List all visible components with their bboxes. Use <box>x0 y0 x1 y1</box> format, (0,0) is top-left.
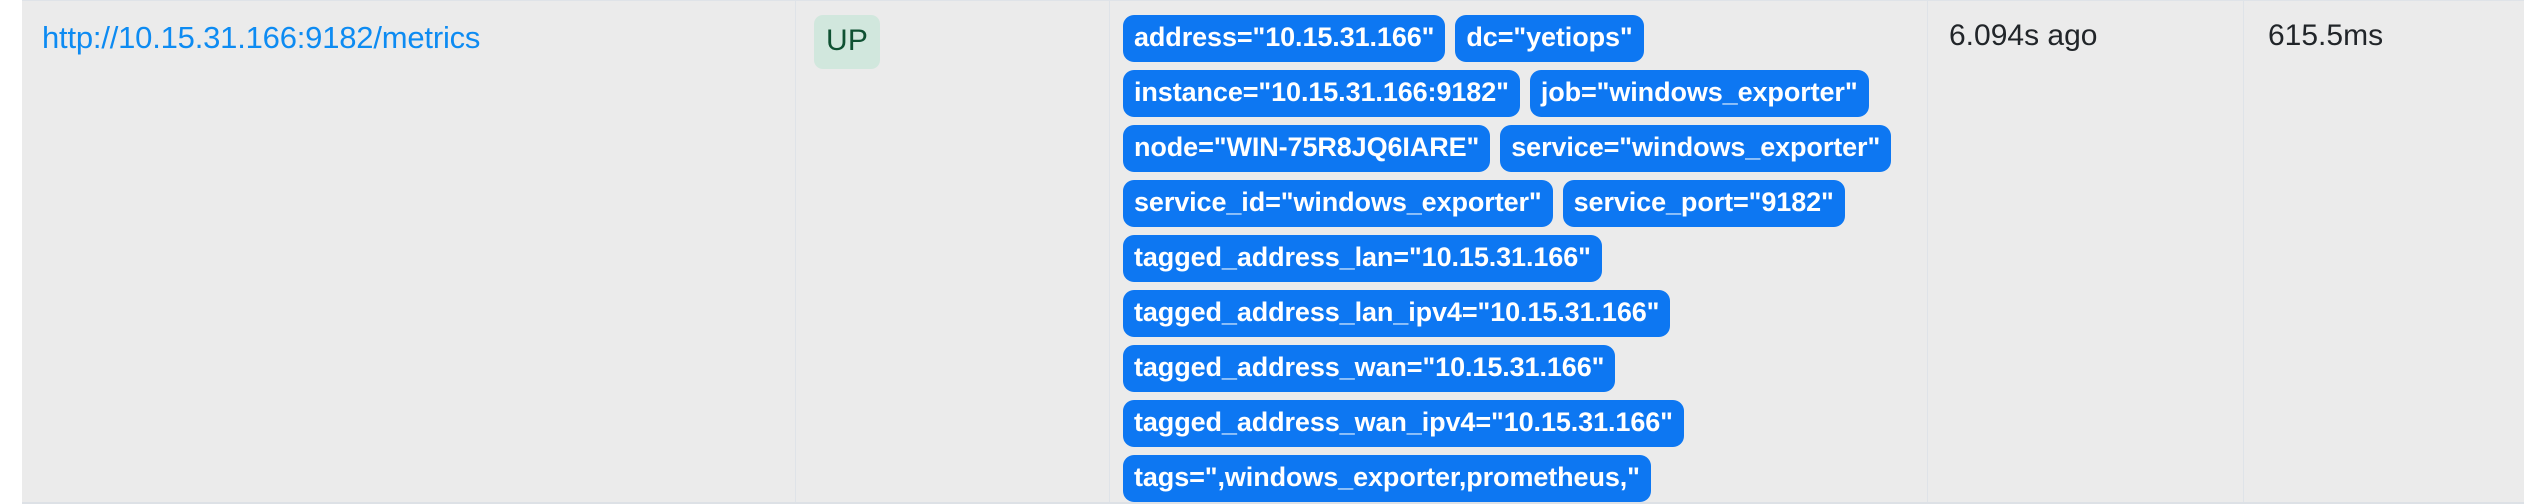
label-chip-row: tagged_address_wan="10.15.31.166" <box>1123 345 1615 392</box>
label-chip[interactable]: service_id="windows_exporter" <box>1123 180 1553 227</box>
scrape-duration-cell-inner: 615.5ms <box>2244 1 2524 55</box>
label-chip-row: instance="10.15.31.166:9182"job="windows… <box>1123 70 1869 117</box>
label-chip[interactable]: node="WIN-75R8JQ6IARE" <box>1123 125 1490 172</box>
label-chip[interactable]: instance="10.15.31.166:9182" <box>1123 70 1520 117</box>
label-chip-row: node="WIN-75R8JQ6IARE"service="windows_e… <box>1123 125 1891 172</box>
endpoint-cell-inner: http://10.15.31.166:9182/metrics <box>22 1 795 57</box>
labels-cell: address="10.15.31.166"dc="yetiops" instan… <box>1110 1 1928 504</box>
last-scrape-cell-inner: 6.094s ago <box>1928 1 2243 55</box>
label-chip[interactable]: dc="yetiops" <box>1455 15 1643 62</box>
last-scrape-cell: 6.094s ago <box>1928 1 2244 504</box>
label-chip[interactable]: tagged_address_lan_ipv4="10.15.31.166" <box>1123 290 1670 337</box>
endpoint-cell: http://10.15.31.166:9182/metrics <box>22 1 796 504</box>
last-scrape-value: 6.094s ago <box>1949 19 2097 52</box>
label-chip[interactable]: job="windows_exporter" <box>1530 70 1869 117</box>
status-badge: UP <box>814 15 880 69</box>
targets-table-body: http://10.15.31.166:9182/metrics UP addr… <box>22 1 2524 504</box>
target-row: http://10.15.31.166:9182/metrics UP addr… <box>22 1 2524 504</box>
label-chip-row: service_id="windows_exporter"service_por… <box>1123 180 1845 227</box>
label-chip[interactable]: tagged_address_wan_ipv4="10.15.31.166" <box>1123 400 1684 447</box>
label-chip-row: address="10.15.31.166"dc="yetiops" <box>1123 15 1644 62</box>
label-chip[interactable]: tagged_address_wan="10.15.31.166" <box>1123 345 1615 392</box>
scrape-duration-value: 615.5ms <box>2268 19 2383 52</box>
label-chip[interactable]: tags=",windows_exporter,prometheus," <box>1123 455 1651 502</box>
target-endpoint-link[interactable]: http://10.15.31.166:9182/metrics <box>42 19 480 57</box>
label-chip-row: tagged_address_lan_ipv4="10.15.31.166" <box>1123 290 1670 337</box>
state-cell: UP <box>796 1 1110 504</box>
label-chip[interactable]: tagged_address_lan="10.15.31.166" <box>1123 235 1602 282</box>
label-chip[interactable]: service_port="9182" <box>1563 180 1845 227</box>
label-chip-row: tagged_address_wan_ipv4="10.15.31.166" <box>1123 400 1684 447</box>
labels-cell-inner: address="10.15.31.166"dc="yetiops" instan… <box>1110 1 1927 502</box>
scrape-duration-cell: 615.5ms <box>2244 1 2524 504</box>
targets-table: http://10.15.31.166:9182/metrics UP addr… <box>22 0 2524 504</box>
state-cell-inner: UP <box>796 1 1109 69</box>
label-chip-row: tags=",windows_exporter,prometheus," <box>1123 455 1651 502</box>
label-chip-list: address="10.15.31.166"dc="yetiops" instan… <box>1123 15 1927 502</box>
label-chip-row: tagged_address_lan="10.15.31.166" <box>1123 235 1602 282</box>
label-chip[interactable]: address="10.15.31.166" <box>1123 15 1445 62</box>
label-chip[interactable]: service="windows_exporter" <box>1500 125 1891 172</box>
